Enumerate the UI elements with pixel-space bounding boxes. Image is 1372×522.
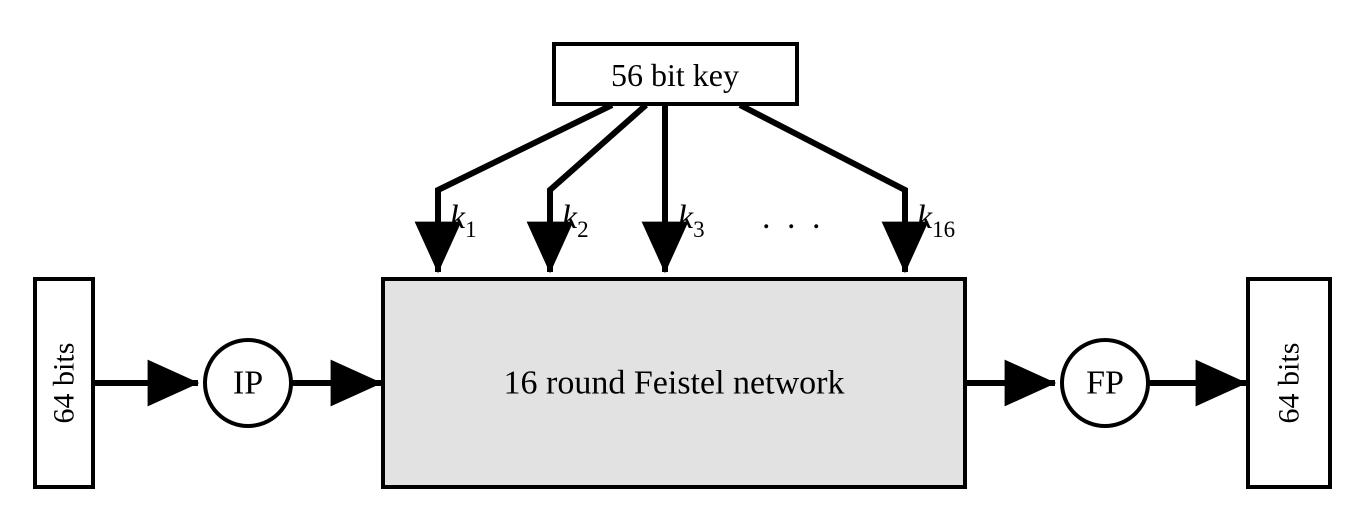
input-bits-box-group: 64 bits [33,277,95,489]
round-key-2-label: k2 [562,199,589,242]
key-box-group: 56 bit key [552,42,799,106]
round-key-1-subscript: 1 [465,217,477,242]
round-key-2-line [526,102,648,274]
fp-label: FP [1086,365,1124,402]
fp-node-group: FP [1060,338,1150,428]
round-key-16-subscript: 16 [932,217,955,242]
round-key-1-label: k1 [450,199,477,242]
key-box [552,42,799,106]
round-key-ellipsis: . . . [762,199,825,236]
round-key-16-base: k [917,199,933,236]
round-key-2-base: k [562,199,578,236]
round-key-1-line [414,102,614,274]
round-key-1-base: k [450,199,466,236]
round-key-16-line [738,102,929,274]
output-bits-box-group: 64 bits [1246,277,1332,489]
feistel-network-label: 16 round Feistel network [504,365,845,402]
round-key-connectors [414,102,929,274]
output-bits-label: 64 bits [1273,343,1306,424]
input-bits-label: 64 bits [48,343,81,424]
feistel-network-box [381,277,967,489]
ip-label: IP [233,365,263,402]
round-key-labels: k1 k2 k3 . . . k16 [450,199,955,242]
output-bits-box [1246,277,1332,489]
round-key-16-label: k16 [917,199,955,242]
round-key-3-base: k [678,199,694,236]
ip-node-group: IP [203,338,293,428]
round-key-3-label: k3 [678,199,705,242]
key-box-label: 56 bit key [611,57,739,93]
input-bits-box [33,277,95,489]
round-key-3-subscript: 3 [693,217,705,242]
feistel-network-group: 16 round Feistel network [381,277,967,489]
round-key-2-subscript: 2 [577,217,589,242]
